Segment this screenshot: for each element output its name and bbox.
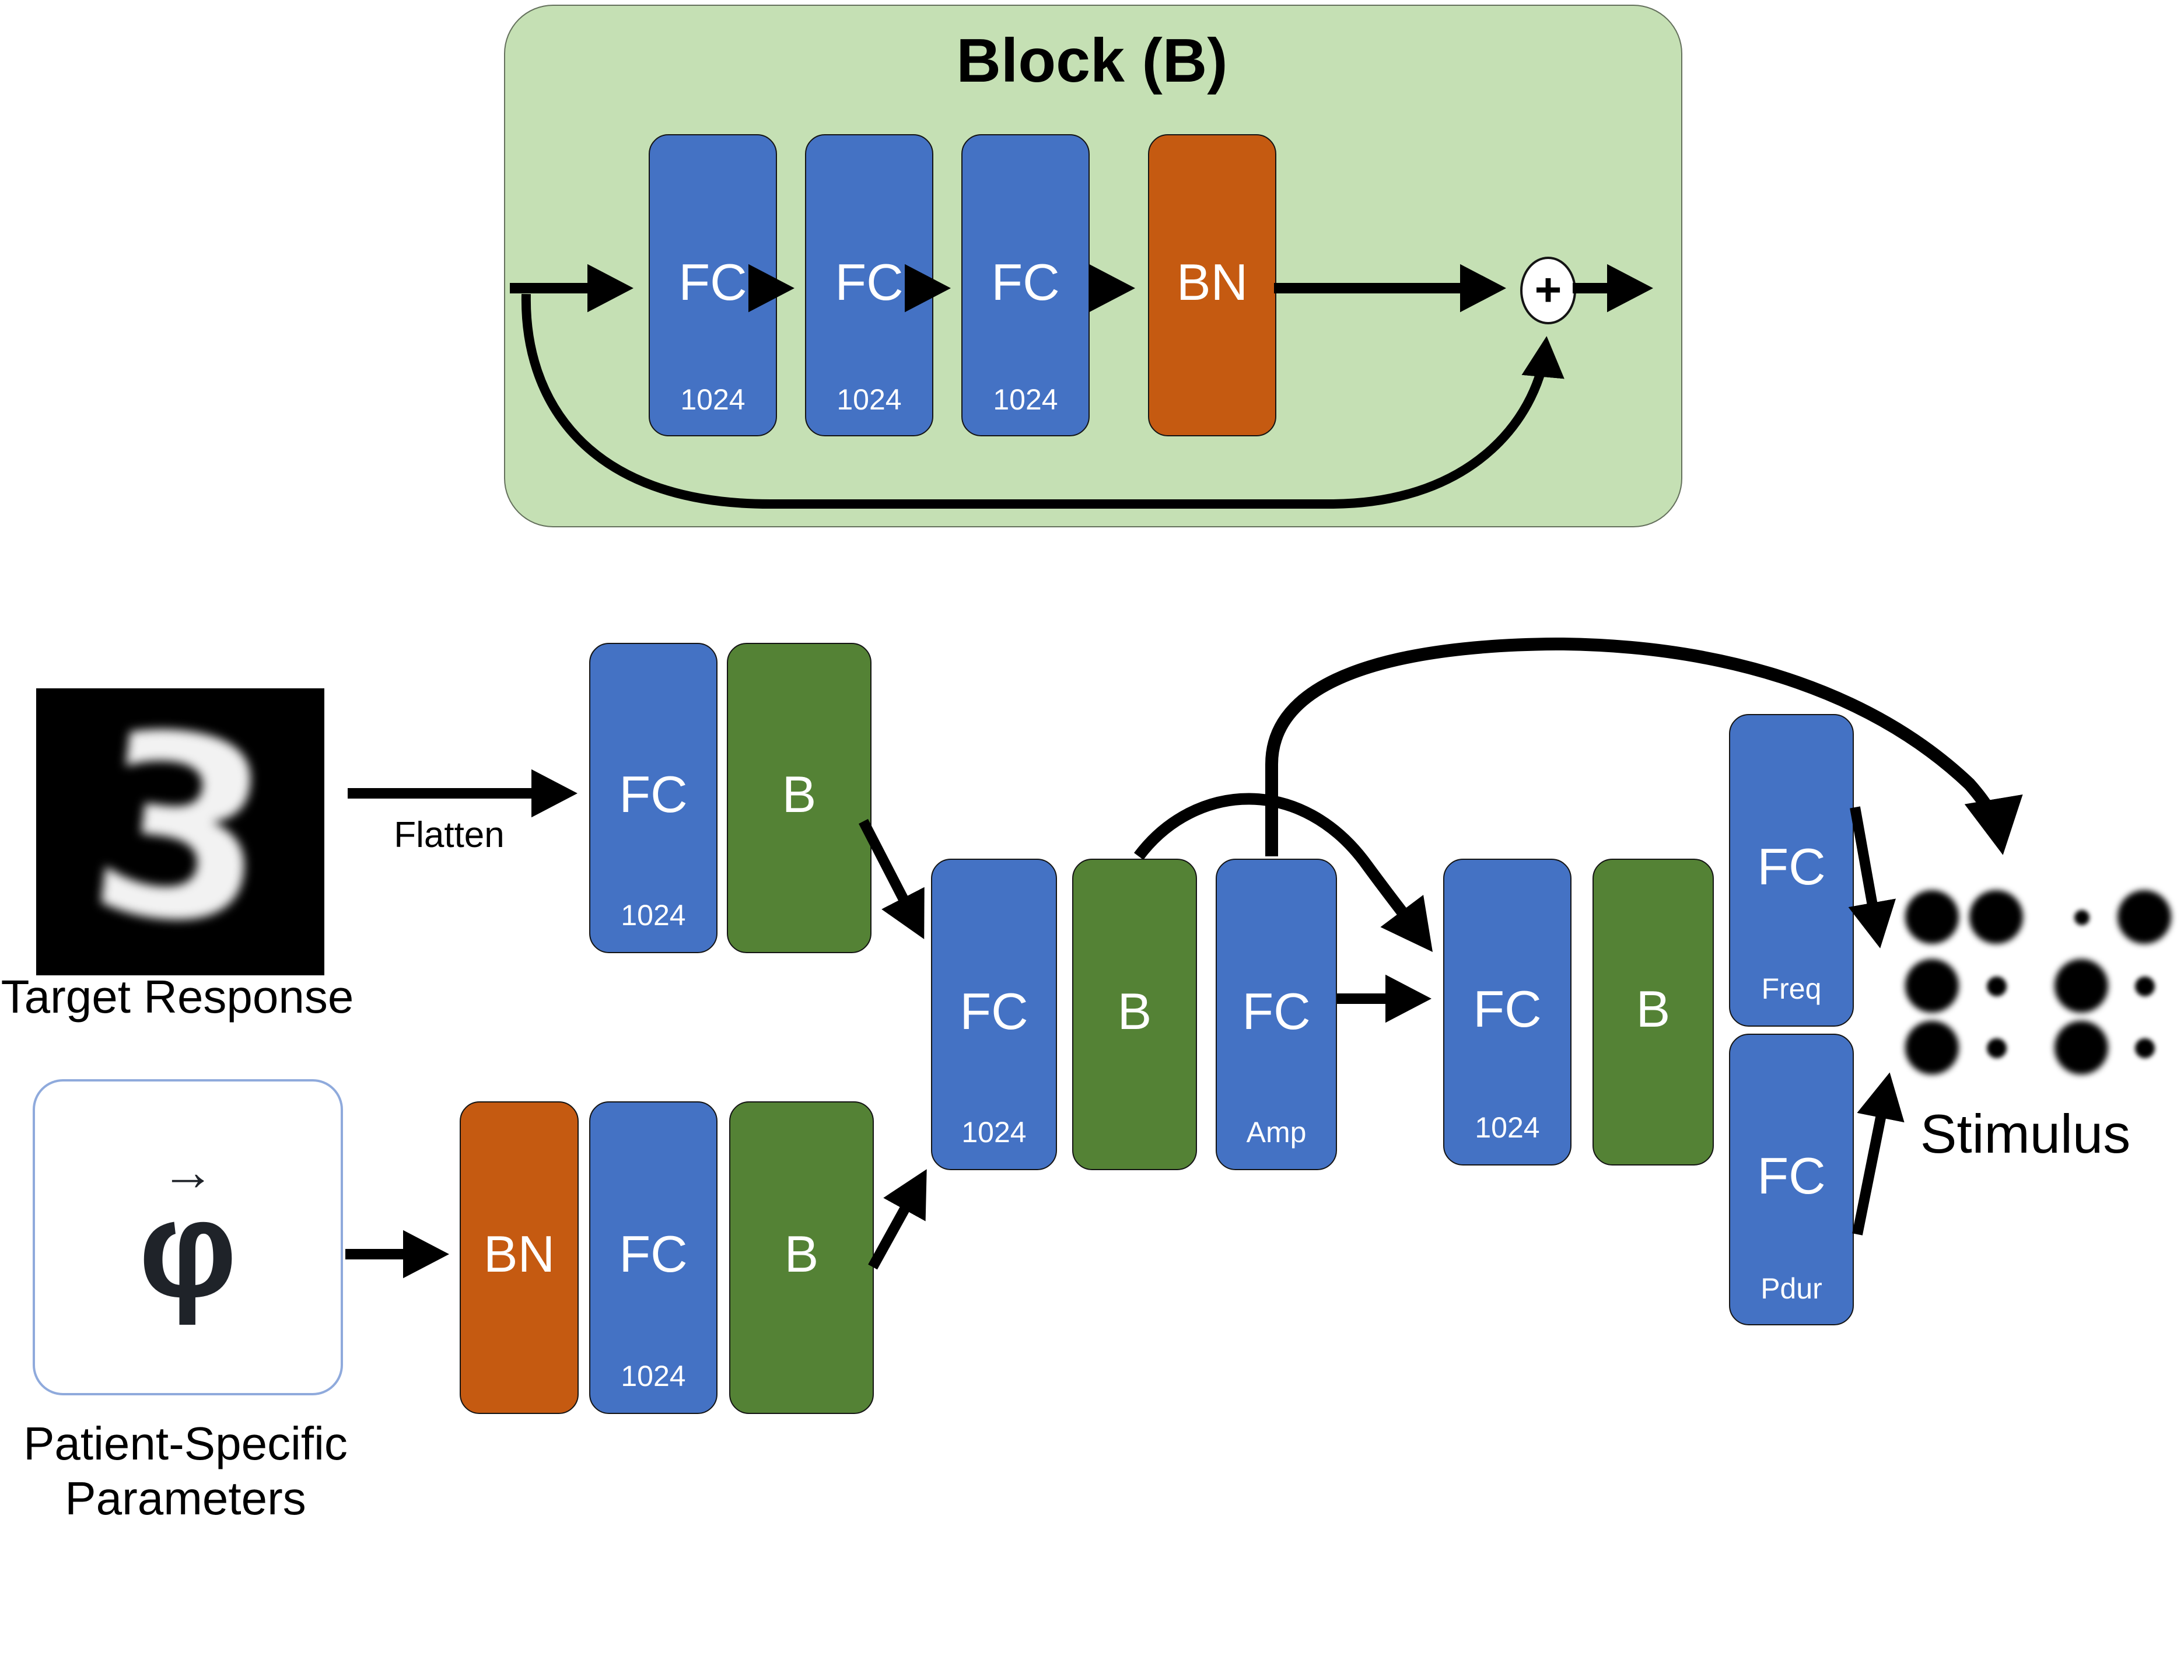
branch1-fc-label: FC: [619, 766, 688, 824]
legend-fc1-units: 1024: [680, 383, 746, 416]
branch1-block-label: B: [782, 766, 817, 824]
stimulus-dot: [1986, 976, 2006, 996]
mnist-background: [36, 688, 324, 975]
legend-fc3-label: FC: [991, 254, 1060, 311]
trunk-fc-units: 1024: [961, 1116, 1027, 1150]
legend-fc2-units: 1024: [836, 383, 902, 416]
trunk-block-label: B: [1117, 983, 1152, 1040]
stimulus-dot: [1905, 959, 1959, 1013]
stimulus-dot: [2118, 890, 2171, 944]
legend-fc3-box: FC 1024: [961, 134, 1090, 436]
arrow-branch1-to-trunk: [859, 818, 925, 939]
head-freq-label: FC: [1757, 839, 1826, 896]
trunk-fc-amp-label: FC: [1242, 983, 1311, 1040]
trunk-fc-amp-units: Amp: [1246, 1116, 1307, 1150]
stimulus-dot: [2134, 976, 2154, 996]
stimulus-dot: [2054, 1021, 2108, 1074]
trunk2-fc-box: FC 1024: [1443, 859, 1572, 1166]
trunk-fc-box: FC 1024: [931, 859, 1057, 1170]
target-response-image: 3: [36, 676, 324, 986]
branch1-fc-units: 1024: [621, 900, 686, 933]
stimulus-dot: [2054, 959, 2108, 1013]
head-pdur-label: FC: [1757, 1148, 1826, 1205]
branch2-fc-units: 1024: [621, 1360, 686, 1394]
trunk2-fc-units: 1024: [1475, 1112, 1540, 1145]
legend-bn-box: BN: [1148, 134, 1276, 436]
patient-parameters-caption: Patient-Specific Parameters: [0, 1418, 372, 1528]
head-pdur-units: Pdur: [1760, 1273, 1822, 1306]
flatten-label: Flatten: [394, 814, 505, 855]
legend-fc3-units: 1024: [993, 383, 1058, 416]
branch2-bn-label: BN: [483, 1226, 555, 1283]
branch2-fc-label: FC: [619, 1226, 688, 1283]
trunk-fc-label: FC: [960, 983, 1028, 1040]
stimulus-dot: [2074, 909, 2089, 925]
branch2-block-box: B: [729, 1101, 874, 1414]
phi-symbol: φ: [138, 1172, 237, 1327]
head-freq-box: FC Freq: [1729, 714, 1854, 1027]
patient-parameters-box: → φ: [33, 1079, 343, 1395]
branch2-fc-box: FC 1024: [589, 1101, 718, 1414]
trunk2-fc-label: FC: [1473, 981, 1542, 1038]
trunk2-block-box: B: [1592, 859, 1714, 1166]
branch2-bn-box: BN: [460, 1101, 579, 1414]
target-response-caption: Target Response: [1, 972, 354, 1023]
trunk-block-box: B: [1072, 859, 1197, 1170]
patient-caption-line1: Patient-Specific: [23, 1419, 348, 1470]
arrow-amp-skip-to-stimulus: [1265, 637, 2023, 856]
stimulus-dot: [1905, 1021, 1959, 1074]
legend-fc1-box: FC 1024: [649, 134, 777, 436]
trunk2-block-label: B: [1636, 981, 1671, 1038]
legend-fc1-label: FC: [678, 254, 747, 311]
branch1-fc-box: FC 1024: [589, 643, 718, 953]
stimulus-dot: [1969, 890, 2023, 944]
branch1-block-box: B: [727, 643, 872, 953]
mnist-digit: 3: [76, 688, 285, 975]
stimulus-caption: Stimulus: [1920, 1102, 2131, 1164]
stimulus-dot: [1905, 890, 1959, 944]
arrow-branch2-to-trunk: [868, 1169, 927, 1270]
head-pdur-box: FC Pdur: [1729, 1034, 1854, 1325]
stimulus-dot: [2134, 1038, 2154, 1058]
branch2-block-label: B: [784, 1226, 819, 1283]
arrow-freq-to-stimulus: [1848, 806, 1896, 949]
stimulus-dot: [1986, 1038, 2006, 1058]
legend-fc2-label: FC: [835, 254, 904, 311]
head-freq-units: Freq: [1761, 973, 1822, 1006]
residual-add-node: +: [1520, 257, 1576, 324]
trunk-fc-amp-box: FC Amp: [1216, 859, 1337, 1170]
legend-fc2-box: FC 1024: [805, 134, 933, 436]
patient-caption-line2: Parameters: [65, 1474, 306, 1525]
block-legend-title: Block (B): [956, 27, 1228, 96]
legend-bn-label: BN: [1176, 254, 1248, 311]
